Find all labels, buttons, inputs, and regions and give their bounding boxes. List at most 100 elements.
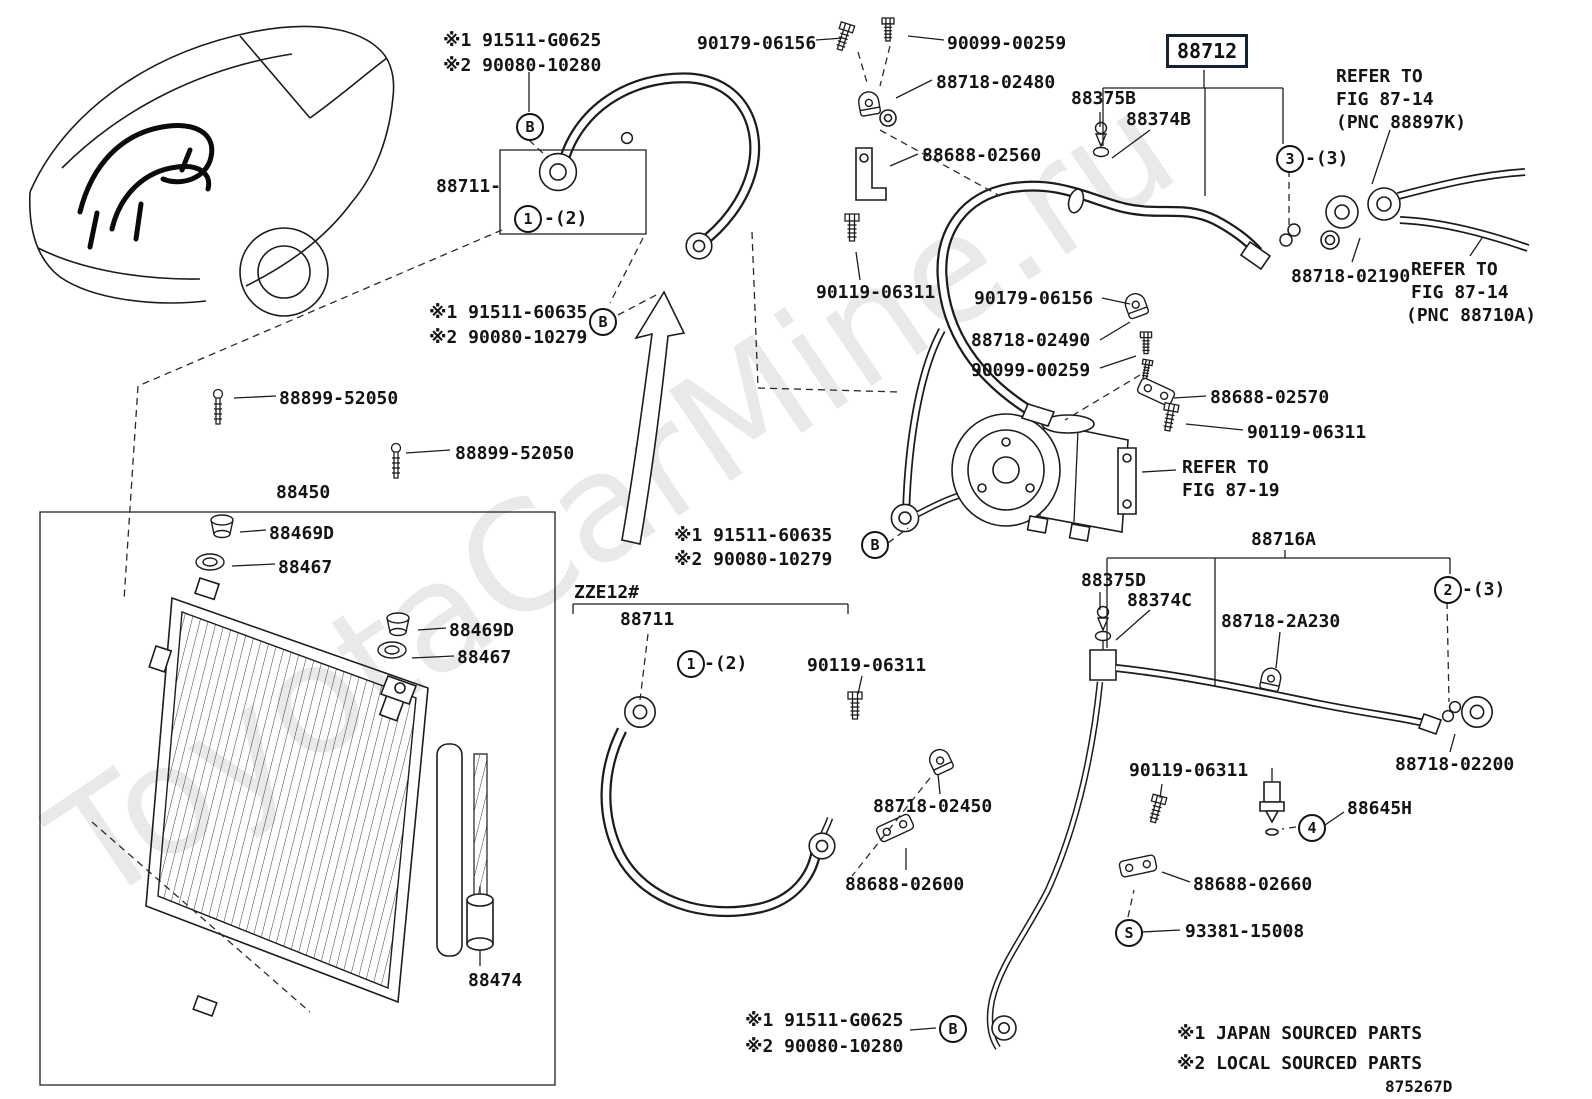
refer-note-line: REFER TO (1336, 66, 1423, 87)
part-label-88467: 88467 (278, 557, 333, 578)
part-label-88374B: 88374B (1126, 109, 1192, 130)
legend-local-sourced: ※2 LOCAL SOURCED PARTS (1177, 1053, 1423, 1074)
union-ring-icon (1461, 696, 1493, 728)
part-label-88716A: 88716A (1251, 529, 1317, 550)
refer-note-line: FIG 87-19 (1182, 480, 1280, 501)
part-label-91511-60635: ※1 91511-60635 (674, 525, 833, 546)
car-inset-drawing (30, 26, 394, 316)
callout-s: S (1115, 919, 1143, 947)
bushing-88474-icon (467, 886, 493, 950)
part-label-90080-10280: ※2 90080-10280 (745, 1036, 904, 1057)
part-label-93381-15008: 93381-15008 (1185, 921, 1305, 942)
part-label-90119-06311: 90119-06311 (807, 655, 927, 676)
part-label-88718-02190: 88718-02190 (1291, 266, 1411, 287)
drawing-code: 875267D (1385, 1077, 1453, 1096)
hose-end-fitting-icon (808, 832, 836, 860)
model-code-label: ZZE12# (574, 582, 640, 603)
condenser-subframe-box (40, 512, 555, 1085)
grommet-cup-icon (386, 612, 410, 637)
callout-2: 2 (1434, 576, 1462, 604)
stud-bolt-icon (390, 442, 402, 479)
refer-note-line: (PNC 88897K) (1336, 112, 1467, 133)
refer-note-line: FIG 87-14 (1336, 89, 1434, 110)
part-label-90080-10279: ※2 90080-10279 (429, 327, 588, 348)
part-label-88899-52050: 88899-52050 (279, 388, 399, 409)
receiver-drier (437, 744, 462, 956)
dashed-lines (92, 46, 1449, 1012)
refer-note-line: (PNC 88710A) (1406, 305, 1537, 326)
o-ring-icon (620, 131, 634, 145)
part-label-88374C: 88374C (1127, 590, 1193, 611)
callout-3: 3 (1276, 145, 1304, 173)
pipe-clamp-icon (856, 89, 882, 118)
part-label-88474: 88474 (468, 970, 523, 991)
part-label-90099-00259: 90099-00259 (947, 33, 1067, 54)
screw-icon (1139, 331, 1153, 355)
grommet-ring-icon (195, 553, 225, 571)
part-label-88645H: 88645H (1347, 798, 1413, 819)
pipe-end-fitting-icon (991, 1015, 1017, 1041)
qty-label: -(2) (704, 653, 748, 674)
part-label-88375B: 88375B (1071, 88, 1137, 109)
leader-lines (232, 36, 1482, 1030)
refer-note-line: REFER TO (1182, 457, 1269, 478)
pressure-switch-icon (1260, 768, 1284, 835)
bolt-icon (1159, 402, 1180, 433)
part-label-90179-06156: 90179-06156 (697, 33, 817, 54)
hose-88711-lower-drawing (606, 691, 955, 912)
refer-note-line: REFER TO (1411, 259, 1498, 280)
part-label-88688-02570: 88688-02570 (1210, 387, 1330, 408)
grommet-ring-icon (377, 641, 407, 659)
callout-b: B (516, 113, 544, 141)
callout-1: 1 (677, 650, 705, 678)
bracket-icon (856, 148, 886, 200)
part-label-88467: 88467 (457, 647, 512, 668)
clamp-cluster-mid (1121, 290, 1180, 433)
part-label-90179-06156: 90179-06156 (974, 288, 1094, 309)
part-label-88450: 88450 (276, 482, 331, 503)
bracket-plate-icon (1135, 376, 1177, 408)
part-label-91511-G0625: ※1 91511-G0625 (745, 1010, 904, 1031)
part-label-91511-G0625: ※1 91511-G0625 (443, 30, 602, 51)
refer-note-line: FIG 87-14 (1411, 282, 1509, 303)
part-label-88375D: 88375D (1081, 570, 1147, 591)
part-label-90080-10280: ※2 90080-10280 (443, 55, 602, 76)
hose-eye-fitting-icon (890, 503, 920, 533)
callout-1: 1 (514, 205, 542, 233)
o-ring-icon (1279, 233, 1293, 247)
hose-eye-fitting-icon (538, 152, 578, 192)
part-label-88718-02450: 88718-02450 (873, 796, 993, 817)
part-label-88711-lower: 88711 (620, 609, 675, 630)
part-label-88899-52050: 88899-52050 (455, 443, 575, 464)
hose-88712-drawing (890, 186, 1301, 533)
callout-b: B (861, 531, 889, 559)
qty-label: -(2) (544, 208, 588, 229)
screw-icon (1139, 358, 1154, 380)
pipe-clamp-icon (1258, 665, 1284, 693)
connector-block-top-right (1321, 172, 1528, 249)
part-label-91511-60635: ※1 91511-60635 (429, 302, 588, 323)
bolt-icon (1145, 793, 1168, 825)
qty-label: -(3) (1305, 148, 1349, 169)
callout-b: B (939, 1015, 967, 1043)
grommet-cup-icon (210, 514, 234, 539)
part-label-88718-2A230: 88718-2A230 (1221, 611, 1341, 632)
part-label-88688-02600: 88688-02600 (845, 874, 965, 895)
bracket-plate-icon (1118, 853, 1158, 879)
part-label-90080-10279: ※2 90080-10279 (674, 549, 833, 570)
pipe-88716A-drawing (990, 605, 1493, 1049)
hose-end-fitting-icon (685, 232, 713, 260)
service-valve-cap-icon (1092, 121, 1110, 158)
reference-arrow (622, 292, 684, 544)
bolt-icon (832, 21, 856, 53)
compressor-drawing (952, 404, 1136, 541)
hose-88711-top-drawing (500, 78, 755, 260)
stud-bolt-icon (212, 388, 224, 425)
part-label-90119-06311: 90119-06311 (816, 282, 936, 303)
part-label-88718-02490: 88718-02490 (971, 330, 1091, 351)
pipe-clamp-icon (925, 745, 955, 777)
condenser-drawing (146, 578, 493, 1016)
part-label-90119-06311: 90119-06311 (1129, 760, 1249, 781)
